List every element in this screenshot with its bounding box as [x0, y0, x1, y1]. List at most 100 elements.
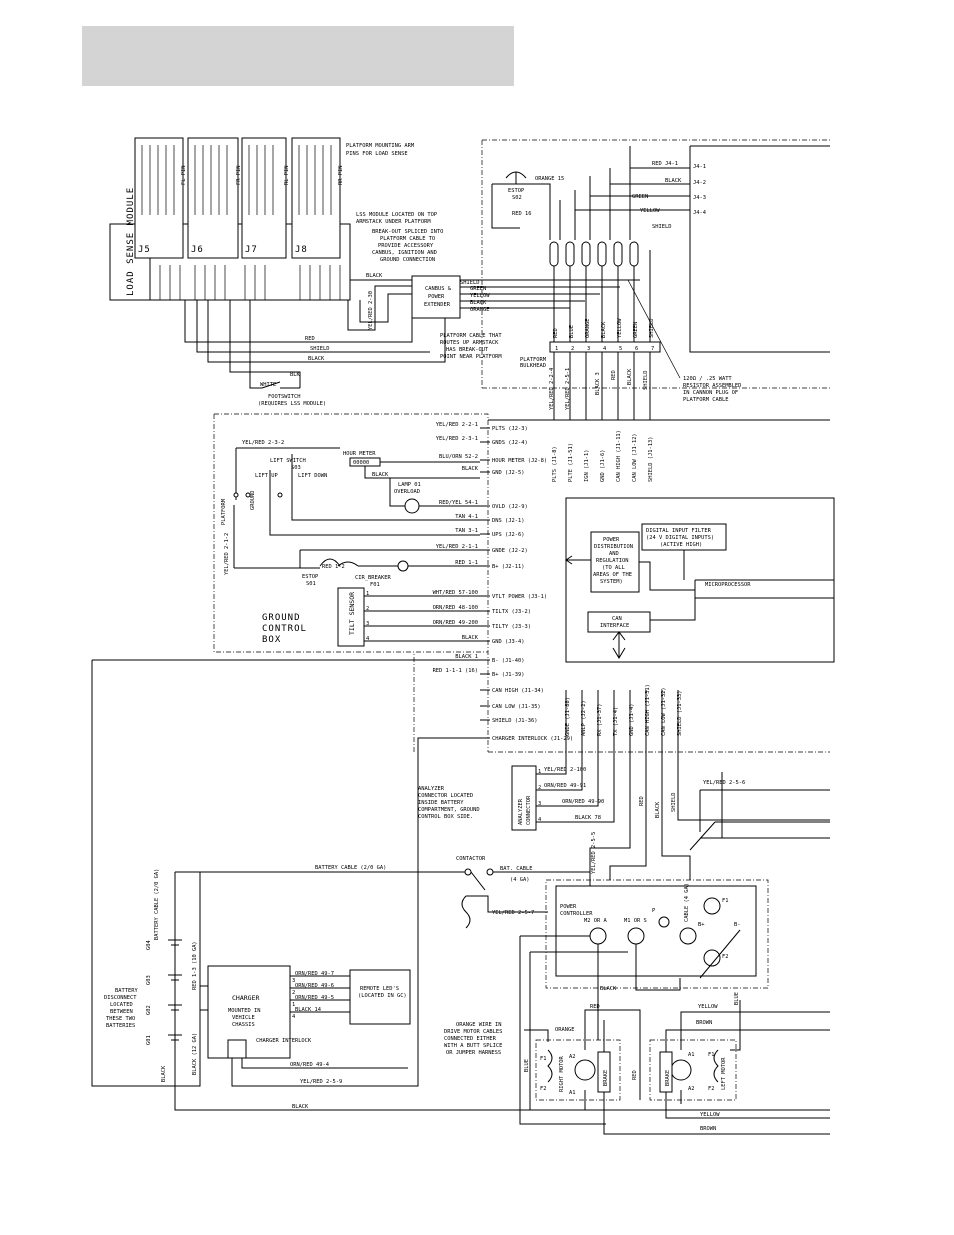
gc-term-4: OVLD (J2-9) [492, 504, 528, 510]
gc-term-5: DNS (J2-1) [492, 518, 524, 524]
arm-note-1: PLATFORM MOUNTING ARM [346, 143, 415, 149]
gc-term-17: SHIELD (J1-36) [492, 718, 537, 724]
gc-term-0: PLTS (J2-3) [492, 426, 528, 432]
rl-pin-label: RL PIN [284, 166, 290, 185]
resistor-note-1: 120Ω / .25 WATT [683, 376, 732, 382]
power-controller-2: CONTROLLER [560, 911, 593, 917]
bulkhead-wire-yellow: YELLOW [617, 318, 623, 338]
power-dist-7: SYSTEM) [600, 579, 623, 585]
terminal-m1 [627, 927, 645, 945]
remote-led-1: REMOTE LED'S [360, 986, 399, 992]
battery-cell-2 [168, 1004, 182, 1011]
f2-label: F2 [722, 954, 729, 960]
gc-term-2: HOUR METER (J2-8) [492, 458, 547, 464]
resistor-note-4: PLATFORM CABLE [683, 397, 728, 403]
analyzer-wire-4: BLACK 78 [575, 815, 601, 821]
j-pin-3: J4-3 [693, 195, 706, 201]
gc-term-13: B- (J1-40) [492, 658, 524, 664]
terminal-p [658, 916, 670, 928]
gc-ground: GROUND [250, 491, 256, 510]
disconnect-4: BETWEEN [110, 1009, 133, 1015]
gc-bottom-term-0: GNDE (J1-88) [565, 697, 571, 736]
power-yellow-top: YELLOW [698, 1004, 718, 1010]
platform-yellow: YELLOW [640, 208, 660, 214]
analyzer-wire-3: ORN/RED 49-90 [562, 799, 604, 805]
analyzer-label-2: CONNECTOR [526, 795, 532, 825]
switch-terminal-g [245, 492, 251, 498]
right-a2: A2 [569, 1054, 576, 1060]
gc-yelred-212: YEL/RED 2-1-2 [224, 533, 230, 575]
breakout-note-2: PLATFORM CABLE TO [380, 236, 435, 242]
gc-wire-9: WHT/RED 57-100 [433, 590, 478, 596]
orange-note-2: DRIVE MOTOR CABLES [444, 1029, 502, 1035]
disconnect-6: BATTERIES [106, 1023, 135, 1029]
power-dist-5: (TO ALL [602, 565, 625, 571]
power-black: BLACK [655, 801, 661, 818]
gc-vert-term-1: PLTE (J1-51) [568, 443, 574, 482]
power-yellow-bottom: YELLOW [700, 1112, 720, 1118]
hour-meter-reading: 00000 [353, 460, 369, 466]
yelred-259: YEL/RED 2-5-9 [300, 1079, 342, 1085]
gc-wire-11: ORN/RED 49-200 [433, 620, 478, 626]
foot-blk: BLK [290, 372, 300, 378]
p-label: P [652, 908, 655, 914]
disconnect-2: DISCONNECT [104, 995, 137, 1001]
charger-sub-2: VEHICLE [232, 1015, 255, 1021]
gc-bottom-term-3: TX (J1-4) [613, 707, 619, 736]
gc-title-2: CONTROL [262, 624, 307, 634]
led-wire-label-1: ORN/RED 49-6 [295, 983, 334, 989]
gc-vert-term-6: SHIELD (J1-13) [648, 437, 654, 482]
j-pin-2: J4-2 [693, 180, 706, 186]
yelred-255: YEL/RED 2-5-5 [591, 832, 597, 874]
canbus-yelred: YEL/RED 2-30 [368, 291, 374, 330]
cable-note-4: POINT NEAR PLATFORM [440, 354, 502, 360]
right-brake-label: BRAKE [603, 1070, 609, 1086]
canbus-wire-orange: ORANGE [470, 307, 489, 313]
terminal-f2 [703, 949, 721, 967]
gc-bottom-term-5: CAN HIGH (J1-31) [645, 684, 651, 736]
gc-term-1: GNDS (J2-4) [492, 440, 528, 446]
platform-red-j: RED J4-1 [652, 161, 678, 167]
platform-section: RED J4-1 BLACK GREEN YELLOW SHIELD J4-1 … [440, 139, 830, 420]
contactor-label: CONTACTOR [456, 856, 486, 862]
analyzer-label-1: ANALYZER [518, 798, 524, 825]
gc-title-3: BOX [262, 635, 281, 645]
gc-bottom-terminals: GNDE (J1-88)ANLP (J2-2)RX (J1-37)TX (J1-… [565, 684, 683, 752]
lift-switch-label-2: S03 [291, 465, 301, 471]
canbus-wire-yellow: YELLOW [470, 293, 490, 299]
black-bottom: BLACK [292, 1104, 309, 1110]
gc-black-lamp: BLACK [372, 472, 389, 478]
resistor-note-2: RESISTOR ASSEMBLED [683, 383, 741, 389]
canbus-label-3: EXTENDER [424, 302, 451, 308]
gc-wire-2: BLU/ORN 52-2 [439, 454, 478, 460]
bulkhead-pin-1: 1 [555, 346, 558, 352]
power-red: RED [639, 796, 645, 806]
battery-label-0: G04 [146, 940, 152, 950]
footswitch-section: RED SHIELD BLACK BLK WHITE FOOTSWITCH (R… [184, 300, 446, 407]
charger-interlock-plug [227, 1039, 247, 1059]
platform-shield: SHIELD [652, 224, 671, 230]
canbus-label-2: POWER [428, 294, 445, 300]
gc-red12: RED 1-2 [322, 564, 345, 570]
led-pin-3: 4 [292, 1014, 295, 1020]
platform-orange: ORANGE 15 [535, 176, 564, 182]
pc-black: BLACK [600, 986, 617, 992]
conn-j5-label: J5 [138, 245, 151, 255]
analyzer-pin-4: 4 [538, 817, 541, 823]
platform-black: BLACK [665, 178, 682, 184]
analyzer-pin-2: 2 [538, 785, 541, 791]
gc-term-11: TILTY (J3-3) [492, 624, 531, 630]
contactor-terminal-1 [464, 868, 472, 876]
remote-led-2: (LOCATED IN GC) [358, 993, 407, 999]
conn-j7-label: J7 [245, 245, 258, 255]
gc-vert-term-3: GND (J1-6) [600, 450, 606, 482]
gc-wire-6: TAN 3-1 [455, 528, 478, 534]
bulkhead-wire-orange: ORANGE [585, 319, 591, 338]
switch-terminal-b [233, 492, 239, 498]
power-section: YEL/RED 2-5-6 RED BLACK SHIELD BATTERY C… [91, 659, 830, 1135]
battery-label-3: G01 [146, 1035, 152, 1045]
terminal-m2 [589, 927, 607, 945]
digital-filter-box [641, 523, 727, 551]
down-wire-5: BLACK [627, 368, 633, 385]
